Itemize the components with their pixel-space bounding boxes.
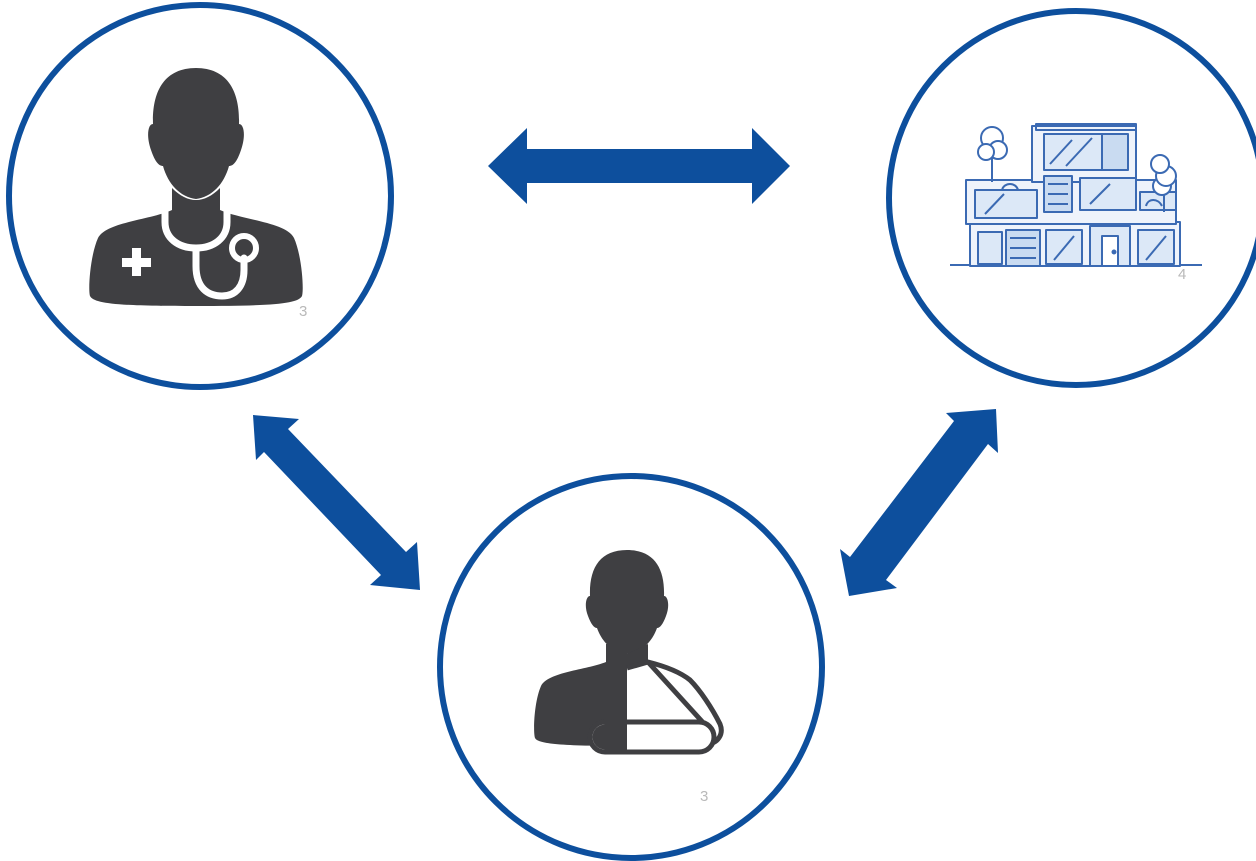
building-node: 4 xyxy=(886,8,1256,388)
medical-cross-icon xyxy=(122,248,151,276)
doctor-patient-arrow xyxy=(253,415,420,590)
patient-node: 3 xyxy=(437,473,825,861)
building-icon xyxy=(950,123,1202,267)
patient-node-label: 3 xyxy=(700,788,708,805)
doctor-building-arrow xyxy=(488,128,790,204)
building-node-label: 4 xyxy=(1178,266,1186,283)
injured-patient-icon xyxy=(534,550,724,755)
stethoscope-chestpiece-icon xyxy=(229,233,259,263)
doctor-node: 3 xyxy=(6,2,394,390)
building-patient-arrow xyxy=(840,409,998,596)
stethoscope-icon xyxy=(161,190,248,300)
doctor-node-label: 3 xyxy=(299,303,307,320)
